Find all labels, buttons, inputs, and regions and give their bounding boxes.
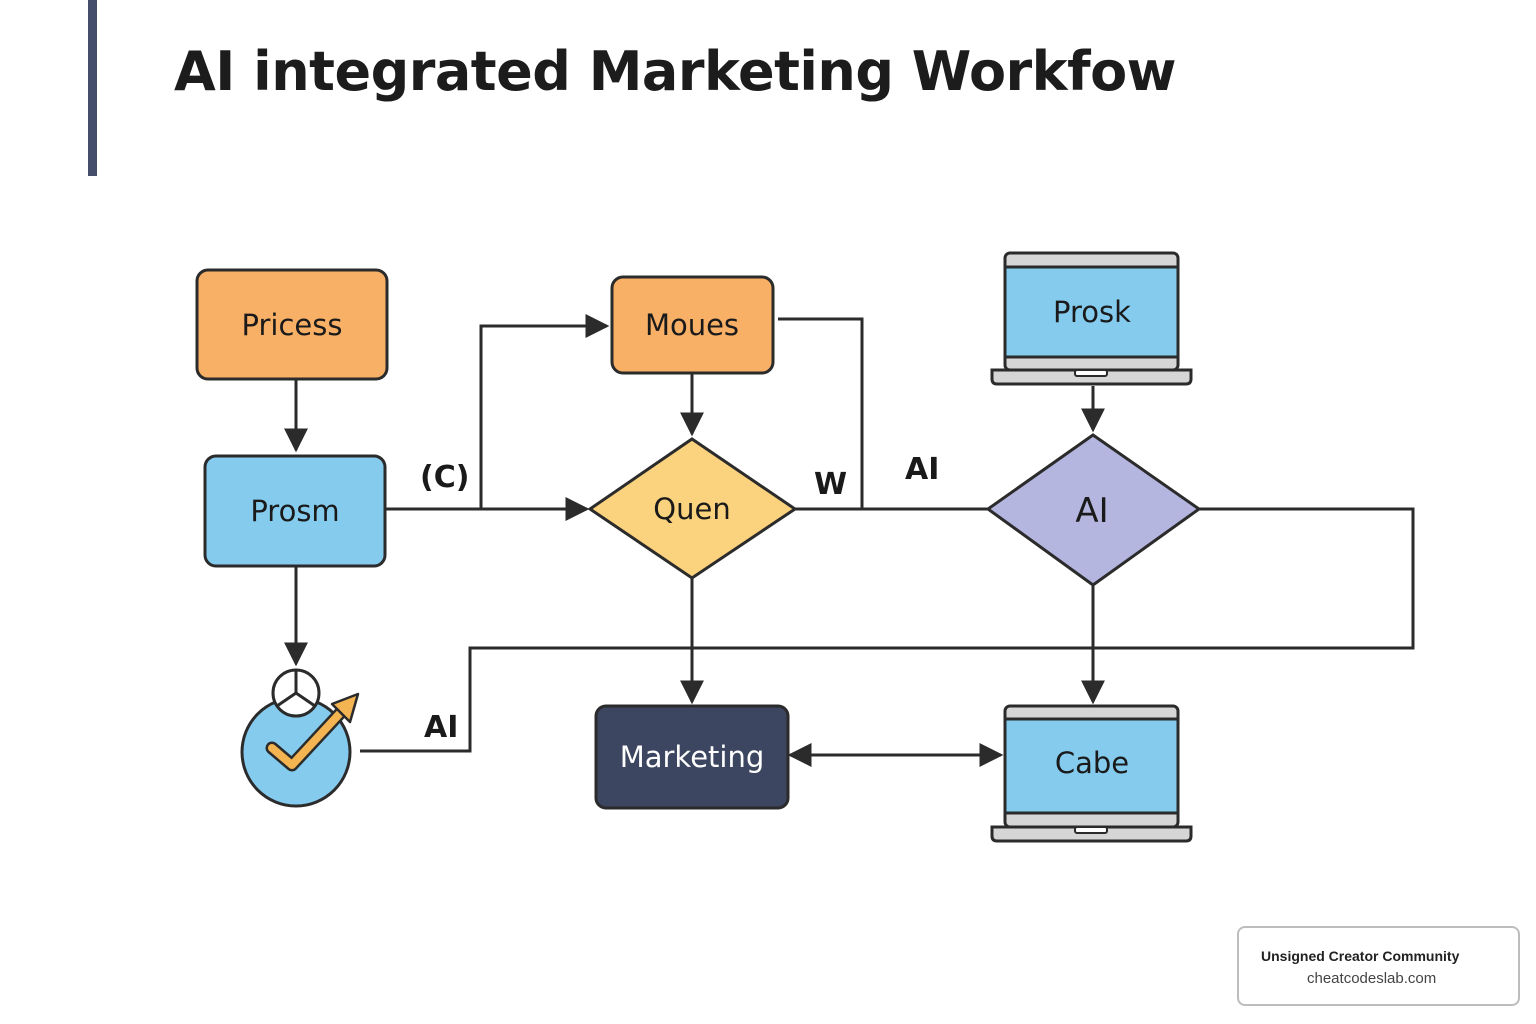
check-growth-icon [240, 668, 360, 808]
connectors [284, 314, 1415, 767]
edge-ai-return-loop [360, 507, 1415, 753]
page-title: AI integrated Marketing Workfow [174, 40, 1177, 103]
node-marketing[interactable]: Marketing [594, 704, 790, 810]
node-quen-decision[interactable]: Quen [587, 437, 798, 580]
node-marketing-label: Marketing [620, 740, 765, 774]
edge-branch-to-moues [479, 314, 610, 509]
edge-label-ai-top: AI [905, 452, 939, 487]
node-cabe-laptop[interactable]: Cabe [990, 704, 1193, 843]
node-moues[interactable]: Moues [610, 275, 775, 375]
badge-title: Unsigned Creator Community [1261, 948, 1460, 964]
node-quen-label: Quen [653, 492, 730, 526]
edge-label-ai-bottom: AI [424, 710, 458, 745]
laptop-icon [990, 704, 1193, 843]
edge-moues-loop [778, 317, 864, 509]
laptop-icon [990, 251, 1193, 386]
edge-label-c: (C) [420, 460, 469, 495]
node-prosm[interactable]: Prosm [203, 454, 387, 568]
node-prosk-label: Prosk [1053, 295, 1131, 329]
node-pricess[interactable]: Pricess [195, 268, 389, 381]
node-ai-decision[interactable]: AI [985, 433, 1202, 587]
node-prosm-label: Prosm [250, 494, 339, 528]
accent-bar [88, 0, 97, 176]
badge-url: cheatcodeslab.com [1307, 970, 1437, 987]
edge-label-w: W [814, 467, 847, 502]
node-moues-label: Moues [645, 308, 739, 342]
node-pricess-label: Pricess [242, 308, 343, 342]
creator-badge: Unsigned Creator Community cheatcodeslab… [1237, 926, 1520, 1006]
node-ai-label: AI [1075, 491, 1108, 531]
node-prosk-laptop[interactable]: Prosk [990, 251, 1193, 386]
node-cabe-label: Cabe [1055, 746, 1129, 780]
